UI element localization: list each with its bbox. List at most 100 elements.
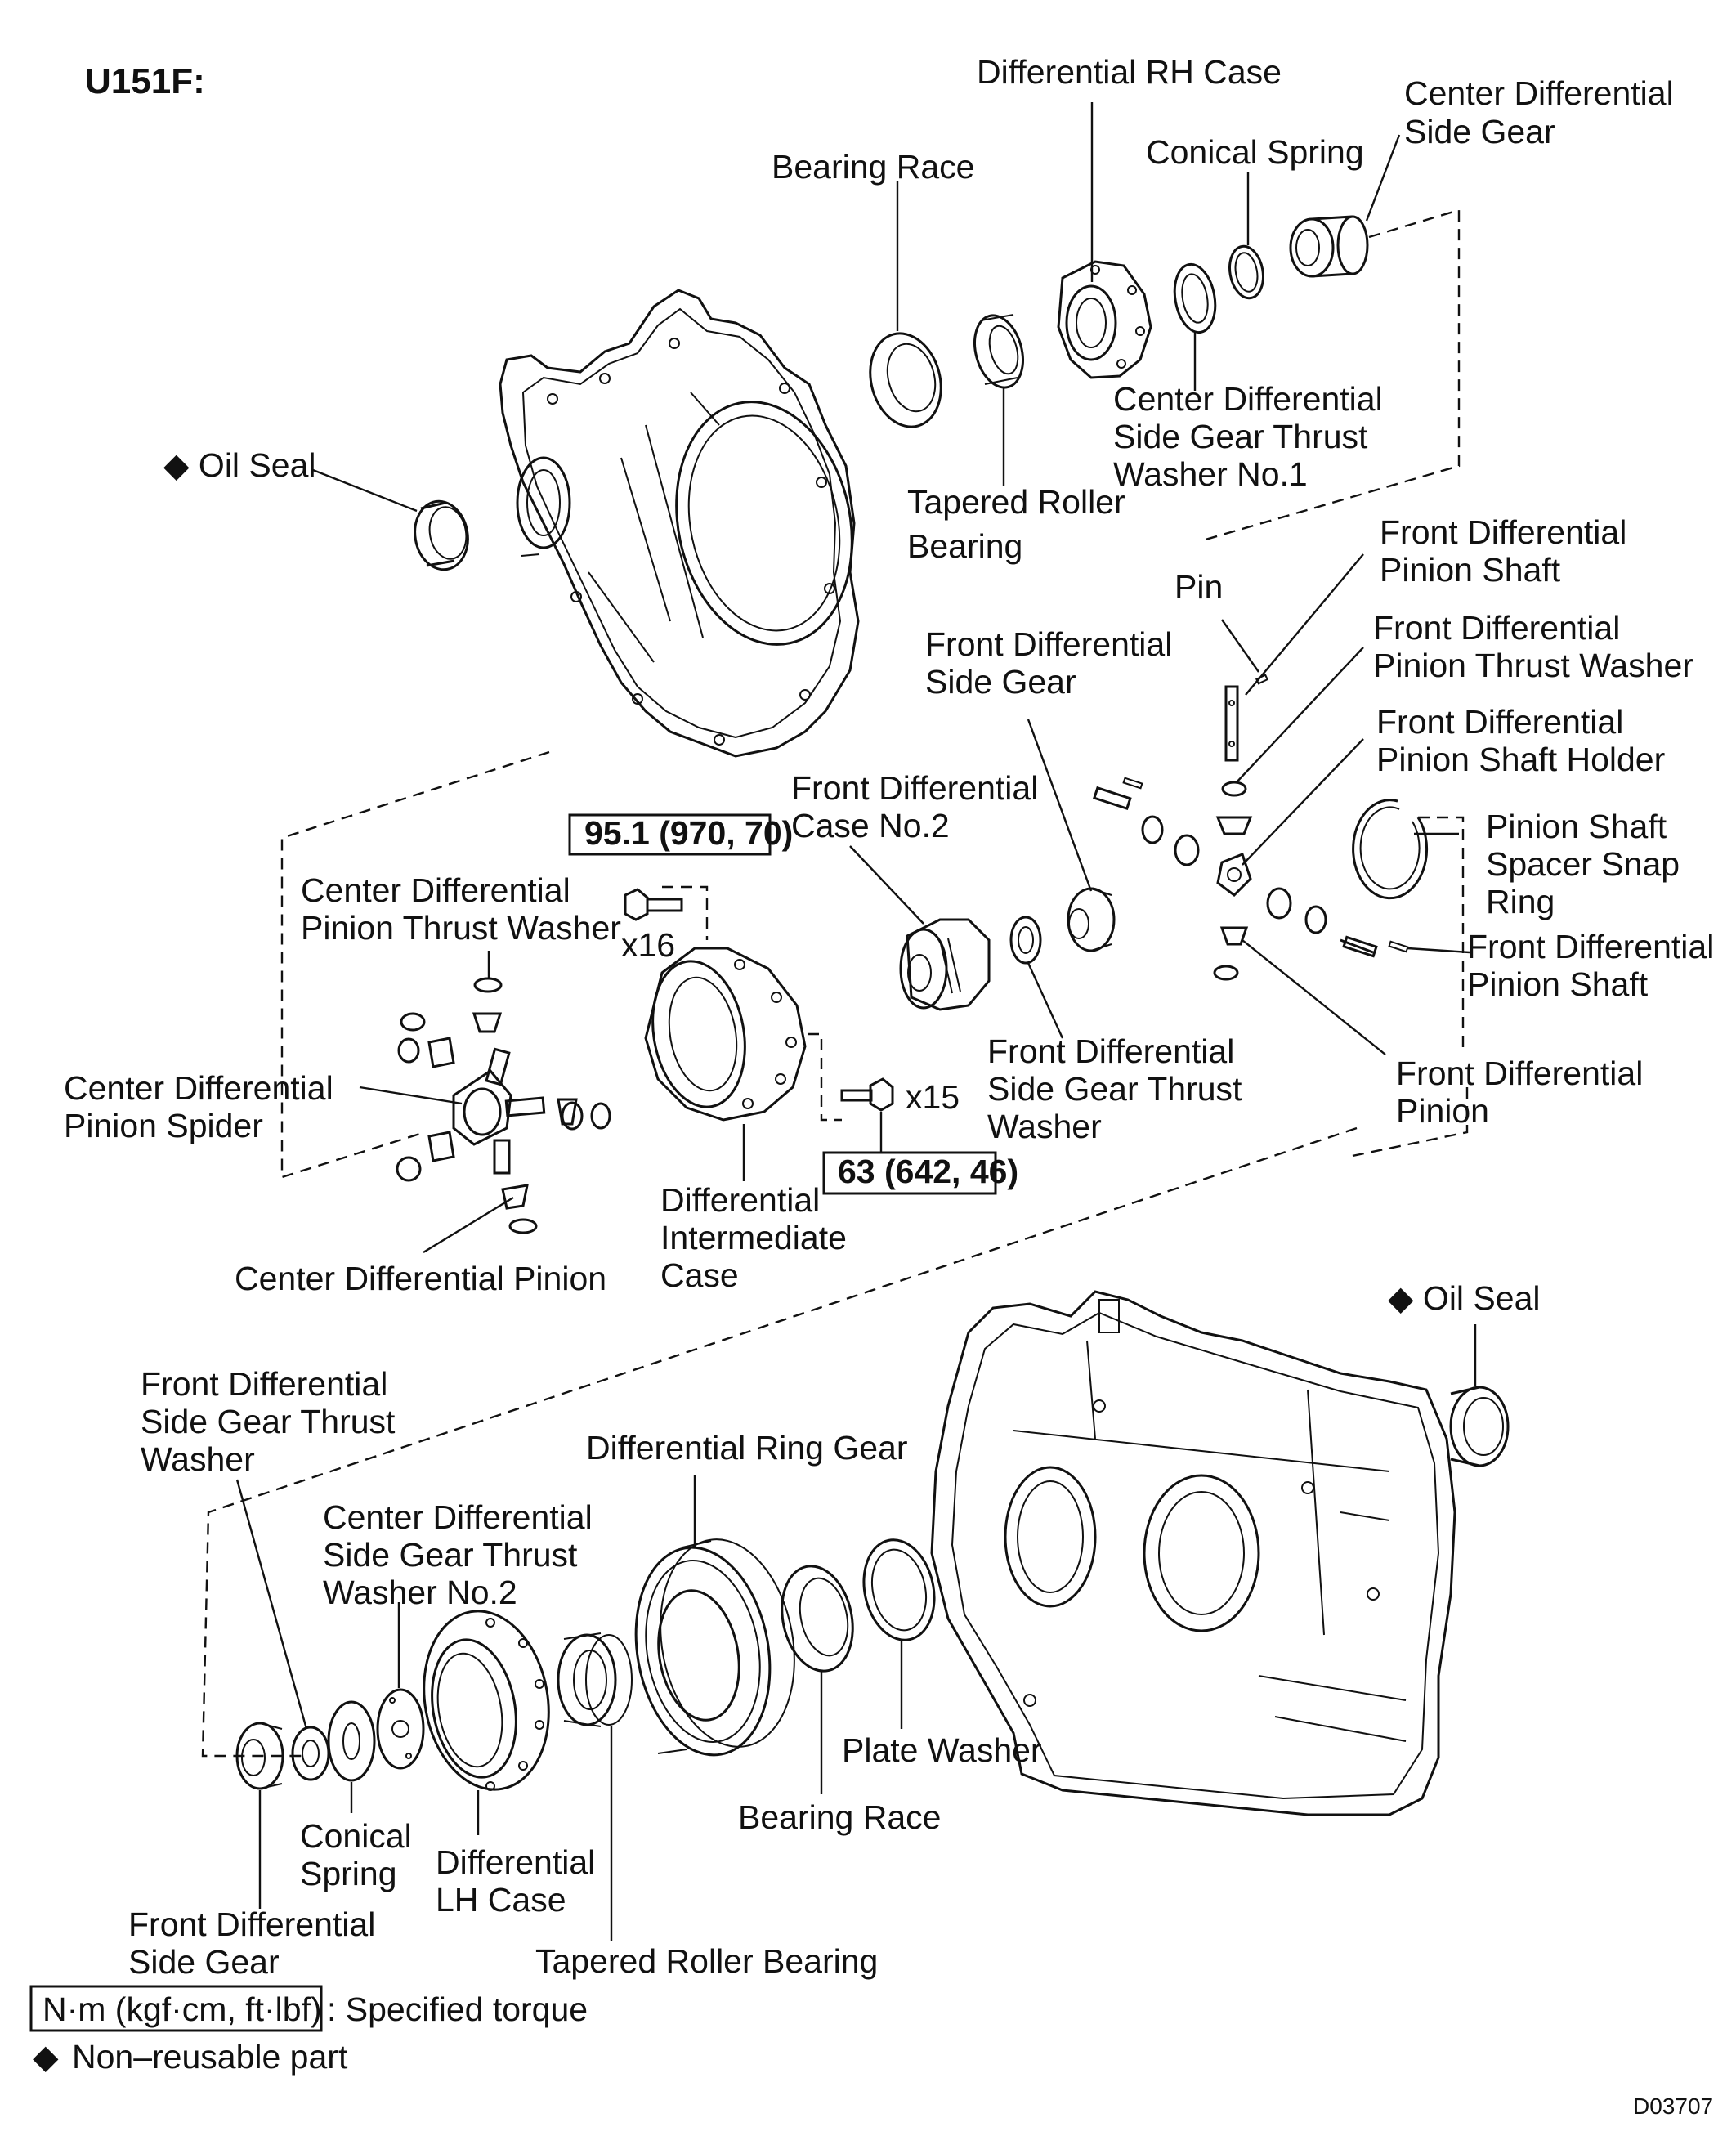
label-pinion-shaft-spacer-snap-ring-3: Ring: [1486, 883, 1555, 920]
label-fd-side-gear-mid-2: Side Gear: [925, 663, 1076, 701]
torque-spec-1-qty: x16: [621, 926, 675, 964]
tapered-roller-bearing-lower: [557, 1632, 633, 1727]
legend-torque-text: : Specified torque: [327, 1990, 588, 2028]
differential-intermediate-case: [644, 947, 807, 1122]
pin-and-shaft-upper-right: [1224, 674, 1269, 762]
label-bearing-race-bottom: Bearing Race: [738, 1798, 941, 1836]
label-bearing-race-top: Bearing Race: [772, 148, 974, 186]
label-cd-sg-thrust-washer-no2-3: Washer No.2: [323, 1574, 517, 1611]
label-oil-seal-top: ◆ Oil Seal: [163, 446, 315, 484]
figure-code: D03707: [1633, 2093, 1713, 2119]
label-diff-ring-gear: Differential Ring Gear: [586, 1429, 907, 1467]
label-fd-side-gear-mid-1: Front Differential: [925, 625, 1172, 663]
label-cd-sg-thrust-washer-no1-1: Center Differential: [1113, 380, 1383, 418]
bearing-race-lower: [781, 1565, 854, 1673]
label-fd-sg-thrust-washer-bottom-2: Side Gear Thrust: [141, 1403, 396, 1440]
label-fd-pinion-shaft-top-1: Front Differential: [1380, 513, 1626, 551]
torque-spec-1-value: 95.1 (970, 70): [584, 814, 793, 852]
label-tapered-roller-bearing-top-2: Bearing: [907, 527, 1022, 565]
label-cd-sg-thrust-washer-no2-2: Side Gear Thrust: [323, 1536, 578, 1574]
label-diff-intermediate-case-2: Intermediate: [660, 1219, 847, 1256]
label-fd-pinion-shaft-holder-1: Front Differential: [1376, 703, 1623, 741]
label-cd-pinion-thrust-washer-2: Pinion Thrust Washer: [301, 909, 621, 947]
label-fd-pinion-shaft-right-2: Pinion Shaft: [1467, 965, 1649, 1003]
label-center-diff-side-gear-top-2: Side Gear: [1404, 113, 1555, 150]
front-diff-side-gear-lower: [235, 1722, 284, 1790]
label-fd-pinion-shaft-right-1: Front Differential: [1467, 928, 1714, 965]
center-diff-side-gear-thrust-washer-no2: [376, 1688, 425, 1770]
center-diff-side-gear-upper: [1289, 215, 1369, 278]
bearing-race-upper: [869, 332, 942, 428]
differential-lh-case: [423, 1610, 550, 1791]
tapered-roller-bearing-upper: [973, 314, 1024, 389]
center-diff-side-gear-thrust-washer-no1: [1173, 262, 1217, 334]
label-plate-washer: Plate Washer: [842, 1731, 1042, 1769]
label-fd-pinion-2: Pinion: [1396, 1092, 1489, 1130]
legend-nonreusable-symbol: ◆: [33, 2038, 59, 2076]
label-fd-side-gear-bottom-2: Side Gear: [128, 1943, 280, 1981]
label-conical-spring-bottom-2: Spring: [300, 1855, 397, 1892]
label-cd-pinion-spider-1: Center Differential: [64, 1069, 333, 1107]
diagram-title: U151F:: [85, 61, 205, 101]
label-diff-intermediate-case-3: Case: [660, 1256, 739, 1294]
torque-spec-2-value: 63 (642, 46): [838, 1153, 1018, 1190]
label-pinion-shaft-spacer-snap-ring-1: Pinion Shaft: [1486, 808, 1667, 845]
label-fd-side-gear-thrust-washer-mid-3: Washer: [987, 1108, 1102, 1145]
conical-spring-lower: [327, 1700, 376, 1782]
label-fd-pinion-shaft-holder-2: Pinion Shaft Holder: [1376, 741, 1665, 778]
label-tapered-roller-bearing-bottom: Tapered Roller Bearing: [535, 1942, 878, 1980]
differential-rh-case: [1057, 260, 1152, 379]
label-fd-case-no2-2: Case No.2: [791, 807, 950, 844]
label-cd-pinion: Center Differential Pinion: [235, 1260, 606, 1297]
label-fd-pinion-1: Front Differential: [1396, 1055, 1643, 1092]
label-differential-rh-case: Differential RH Case: [977, 53, 1282, 91]
label-diff-lh-case-1: Differential: [436, 1843, 595, 1881]
label-diff-intermediate-case-1: Differential: [660, 1181, 820, 1219]
bolt-x15: [840, 1077, 894, 1112]
oil-seal-lower: [1449, 1386, 1510, 1467]
transaxle-housing-upper: [499, 289, 860, 758]
part-labels: Differential RH Case Center Differential…: [64, 53, 1714, 1981]
transaxle-case-lower: [930, 1290, 1456, 1816]
label-tapered-roller-bearing-top-1: Tapered Roller: [907, 483, 1125, 521]
torque-spec-2-qty: x15: [906, 1078, 960, 1116]
label-conical-spring-top: Conical Spring: [1146, 133, 1364, 171]
front-diff-side-gear-mid: [1067, 887, 1116, 952]
label-fd-side-gear-thrust-washer-mid-2: Side Gear Thrust: [987, 1070, 1242, 1108]
label-fd-pinion-thrust-washer-2: Pinion Thrust Washer: [1373, 647, 1693, 684]
label-center-diff-side-gear-top-1: Center Differential: [1404, 74, 1674, 112]
label-fd-side-gear-thrust-washer-mid-1: Front Differential: [987, 1032, 1234, 1070]
label-cd-sg-thrust-washer-no1-2: Side Gear Thrust: [1113, 418, 1368, 455]
oil-seal-upper: [414, 499, 469, 571]
label-fd-sg-thrust-washer-bottom-3: Washer: [141, 1440, 255, 1478]
label-cd-sg-thrust-washer-no1-3: Washer No.1: [1113, 455, 1308, 493]
label-oil-seal-bottom: ◆ Oil Seal: [1388, 1279, 1540, 1317]
front-diff-side-gear-thrust-washer-lower: [291, 1726, 330, 1781]
legend-torque-box: [29, 1985, 323, 2032]
label-pinion-shaft-spacer-snap-ring-2: Spacer Snap: [1486, 845, 1680, 883]
differential-ring-gear: [634, 1538, 795, 1757]
label-conical-spring-bottom-1: Conical: [300, 1817, 412, 1855]
legend: N·m (kgf·cm, ft·lbf) : Specified torque …: [29, 1985, 588, 2076]
label-cd-sg-thrust-washer-no2-1: Center Differential: [323, 1498, 593, 1536]
torque-spec-1: 95.1 (970, 70) x16: [568, 813, 793, 964]
torque-spec-2: 63 (642, 46) x15: [822, 1078, 1018, 1195]
legend-nonreusable-text: Non–reusable part: [72, 2038, 348, 2076]
front-diff-pinion-shaft-left: [1092, 777, 1200, 866]
label-pin: Pin: [1174, 568, 1223, 606]
plate-washer: [862, 1538, 936, 1641]
label-diff-lh-case-2: LH Case: [436, 1881, 566, 1919]
label-fd-sg-thrust-washer-bottom-1: Front Differential: [141, 1365, 387, 1403]
label-fd-case-no2-1: Front Differential: [791, 769, 1038, 807]
front-diff-right-cluster: [1213, 781, 1409, 981]
conical-spring-upper: [1228, 244, 1264, 300]
label-fd-pinion-shaft-top-2: Pinion Shaft: [1380, 551, 1561, 589]
label-cd-pinion-spider-2: Pinion Spider: [64, 1107, 263, 1144]
assembly-guide-lines: [201, 208, 1469, 1758]
label-cd-pinion-thrust-washer-1: Center Differential: [301, 871, 570, 909]
label-fd-pinion-thrust-washer-1: Front Differential: [1373, 609, 1620, 647]
front-diff-side-gear-thrust-washer-mid: [1009, 916, 1042, 965]
center-diff-spider-cluster: [396, 977, 611, 1234]
